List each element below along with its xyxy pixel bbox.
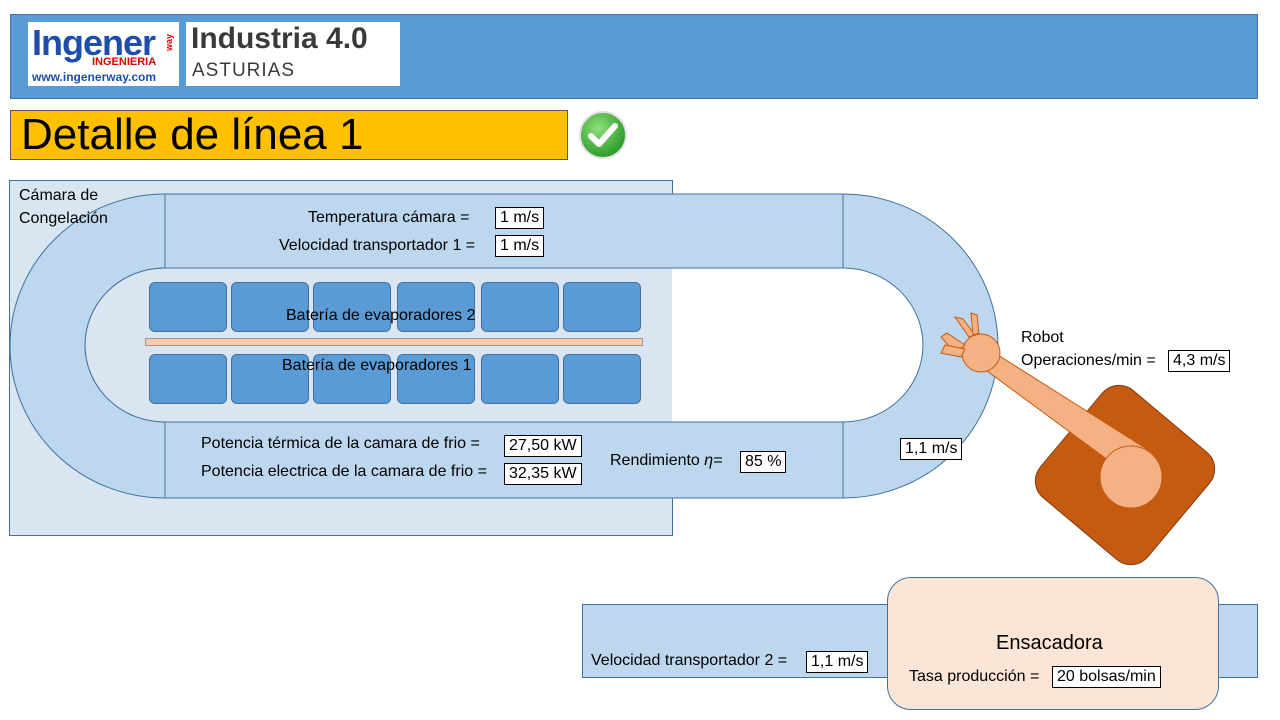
conveyor2-speed-label: Velocidad transportador 2 = (591, 652, 788, 669)
electric-power-label: Potencia electrica de la camara de frio … (201, 463, 487, 480)
robot-ops-value: 4,3 m/s (1168, 350, 1231, 372)
evaporator-2-1 (149, 282, 227, 332)
evaporator-bank-2-label: Batería de evaporadores 2 (286, 307, 476, 324)
evaporator-1-2 (231, 354, 309, 404)
logo-ingenieria-text: INGENIERIA (92, 56, 157, 68)
evaporator-2-3 (313, 282, 391, 332)
logo-ingener-text: Ingener (32, 22, 156, 63)
ingenerway-logo: Ingener way INGENIERIA www.ingenerway.co… (28, 22, 179, 86)
robot-ops-label: Operaciones/min = (1021, 352, 1156, 369)
evaporator-1-3 (313, 354, 391, 404)
robot-label: Robot (1021, 329, 1064, 346)
logo-industria-text: Industria 4.0 (191, 22, 368, 55)
temperature-label: Temperatura cámara = (308, 209, 470, 226)
efficiency-label: Rendimiento η= (610, 452, 723, 470)
efficiency-symbol: η= (704, 452, 723, 469)
production-rate-label: Tasa producción = (909, 668, 1040, 685)
evaporator-1-6 (563, 354, 641, 404)
chamber-label-line1: Cámara de (19, 187, 99, 204)
check-icon (578, 110, 628, 160)
thermal-power-value: 27,50 kW (504, 435, 582, 457)
production-rate-value: 20 bolsas/min (1052, 666, 1161, 688)
conveyor2-speed-value: 1,1 m/s (806, 651, 869, 673)
logo-url-text: www.ingenerway.com (32, 70, 157, 84)
curve-speed-value: 1,1 m/s (900, 438, 963, 460)
bagging-machine-title: Ensacadora (996, 632, 1103, 654)
temperature-value: 1 m/s (495, 207, 545, 229)
chamber-label-line2: Congelación (19, 210, 108, 227)
evaporator-divider (145, 338, 643, 346)
efficiency-value: 85 % (740, 451, 787, 473)
evaporator-1-5 (481, 354, 559, 404)
logo-asturias-text: ASTURIAS (192, 60, 296, 81)
evaporator-2-4 (397, 282, 475, 332)
conveyor1-speed-value: 1 m/s (495, 235, 545, 257)
evaporator-bank-1-label: Batería de evaporadores 1 (282, 357, 472, 374)
thermal-power-label: Potencia térmica de la camara de frio = (201, 435, 480, 452)
page-title: Detalle de línea 1 (10, 110, 568, 160)
evaporator-2-5 (481, 282, 559, 332)
evaporator-2-6 (563, 282, 641, 332)
robot-arm (940, 312, 1216, 566)
industria-logo: Industria 4.0 ASTURIAS (186, 22, 400, 86)
evaporator-1-1 (149, 354, 227, 404)
evaporator-2-2 (231, 282, 309, 332)
efficiency-label-text: Rendimiento (610, 452, 700, 469)
evaporator-1-4 (397, 354, 475, 404)
conveyor1-speed-label: Velocidad transportador 1 = (279, 237, 476, 254)
electric-power-value: 32,35 kW (504, 463, 582, 485)
